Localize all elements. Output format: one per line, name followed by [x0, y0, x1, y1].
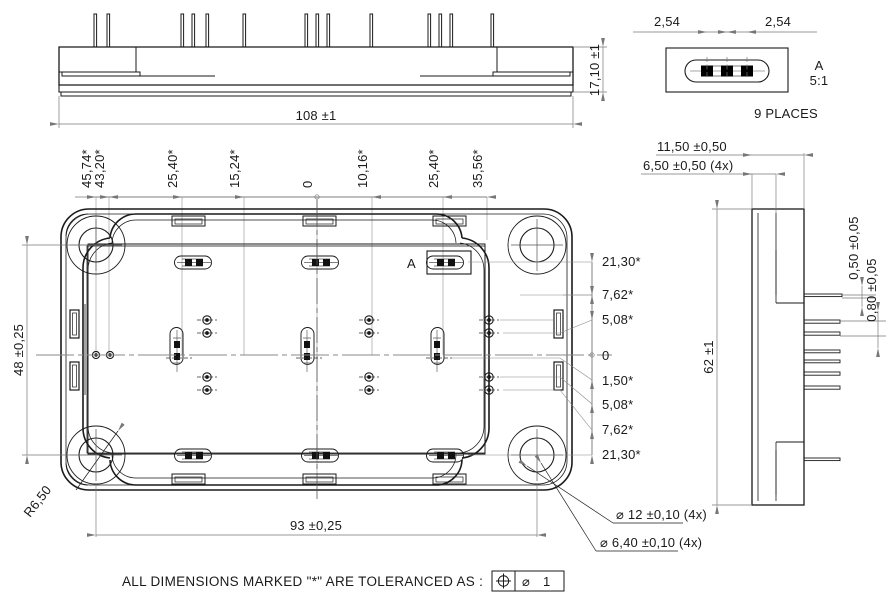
right-dim-1: 7,62*	[602, 287, 633, 302]
dim-height-48: 48 ±0,25	[11, 236, 96, 464]
plan-right-dimension-chain: 21,30* 7,62* 5,08* 0 1,50* 5,08* 7,62* 2…	[452, 253, 641, 464]
top-dim-5: 10,16*	[355, 149, 370, 188]
datum-zero-marker	[314, 194, 320, 200]
side-view-body	[751, 208, 805, 506]
diameter-callouts: ⌀ 12 ±0,10 (4x) ⌀ 6,40 ±0,10 (4x)	[518, 454, 707, 552]
right-dim-7: 21,30*	[602, 447, 641, 462]
top-dim-6: 25,40*	[426, 149, 441, 188]
gdt-diameter-symbol: ⌀	[522, 574, 530, 589]
housing-outline	[60, 208, 573, 491]
stadium-pad-group: A	[174, 250, 472, 463]
vertical-stadium-pad-group	[166, 327, 452, 372]
right-dim-2: 5,08*	[602, 312, 633, 327]
callout-dia-640: ⌀ 6,40 ±0,10 (4x)	[600, 535, 702, 550]
datum-a-box	[426, 250, 472, 275]
detail-contact-2	[721, 65, 733, 77]
top-dim-4: 0	[300, 181, 315, 188]
front-view-pins	[93, 13, 495, 48]
dim-overall-height: 17,10 ±1	[573, 38, 607, 101]
plan-top-dimension-chain: 45,74* 43,20* 25,40* 15,24* 0 10,16* 25,…	[75, 149, 496, 475]
right-dim-0: 21,30*	[602, 254, 641, 269]
dim-side-top-0: 11,50 ±0,50	[657, 139, 727, 154]
detail-a-view: 2,54 2,54 A 5:1 9 PLACES	[633, 14, 828, 121]
dim-width-93: 93 ±0,25	[87, 484, 546, 537]
dim-overall-length: 108 ±1	[50, 96, 582, 128]
dim-value-side-height: 62 ±1	[701, 340, 716, 373]
plan-view: A	[11, 200, 707, 552]
datum-a-label: A	[407, 256, 416, 271]
gdt-tolerance-value: 1	[543, 574, 550, 589]
dim-side-right-1: 0,80 ±0,05	[864, 258, 879, 321]
callout-dia-12: ⌀ 12 ±0,10 (4x)	[616, 507, 707, 522]
detail-scale: 5:1	[810, 73, 829, 88]
detail-dim-left: 2,54	[654, 14, 680, 29]
dim-side-top: 11,50 ±0,50 6,50 ±0,50 (4x)	[641, 139, 813, 213]
front-elevation-view: 108 ±1 17,10 ±1	[50, 13, 607, 128]
edge-terminal-tabs	[171, 215, 467, 485]
top-dim-0: 45,74*	[79, 149, 94, 188]
detail-places: 9 PLACES	[754, 106, 818, 121]
bottom-note-group: ALL DIMENSIONS MARKED "*" ARE TOLERANCED…	[122, 570, 565, 592]
top-dim-3: 15,24*	[227, 149, 242, 188]
right-dim-5: 5,08*	[602, 397, 633, 412]
side-view: 62 ±1 11,50 ±0,50 6,50 ±0,50 (4x) 0,50 ±…	[641, 139, 886, 514]
detail-contact-3	[741, 65, 753, 77]
side-view-leads	[803, 293, 843, 462]
detail-contact-1	[701, 65, 713, 77]
dim-side-right: 0,50 ±0,05 0,80 ±0,05	[840, 216, 886, 357]
right-dim-3: 0	[602, 348, 609, 363]
right-dim-6: 7,62*	[602, 422, 633, 437]
mounting-boss-top-right	[507, 215, 567, 275]
top-dim-7: 35,56*	[470, 149, 485, 188]
dim-value-overall-length: 108 ±1	[296, 108, 337, 123]
dim-side-right-0: 0,50 ±0,05	[846, 216, 861, 279]
dim-value-height-48: 48 ±0,25	[11, 324, 26, 376]
detail-label: A	[815, 58, 824, 73]
top-dim-2: 25,40*	[165, 149, 180, 188]
dim-value-width-93: 93 ±0,25	[290, 518, 342, 533]
right-dim-4: 1,50*	[602, 373, 633, 388]
aux-contact-group	[91, 315, 499, 395]
top-dim-1: 43,20*	[92, 149, 107, 188]
tolerance-note: ALL DIMENSIONS MARKED "*" ARE TOLERANCED…	[122, 574, 483, 589]
radius-value: R6,50	[21, 482, 55, 519]
dim-side-top-1: 6,50 ±0,50 (4x)	[643, 158, 733, 173]
gdt-feature-control-frame: ⌀ 1	[491, 570, 565, 592]
position-symbol-icon	[496, 573, 511, 589]
dim-value-overall-height: 17,10 ±1	[587, 44, 602, 96]
detail-dim-right: 2,54	[765, 14, 791, 29]
dim-side-height-62: 62 ±1	[701, 200, 752, 514]
